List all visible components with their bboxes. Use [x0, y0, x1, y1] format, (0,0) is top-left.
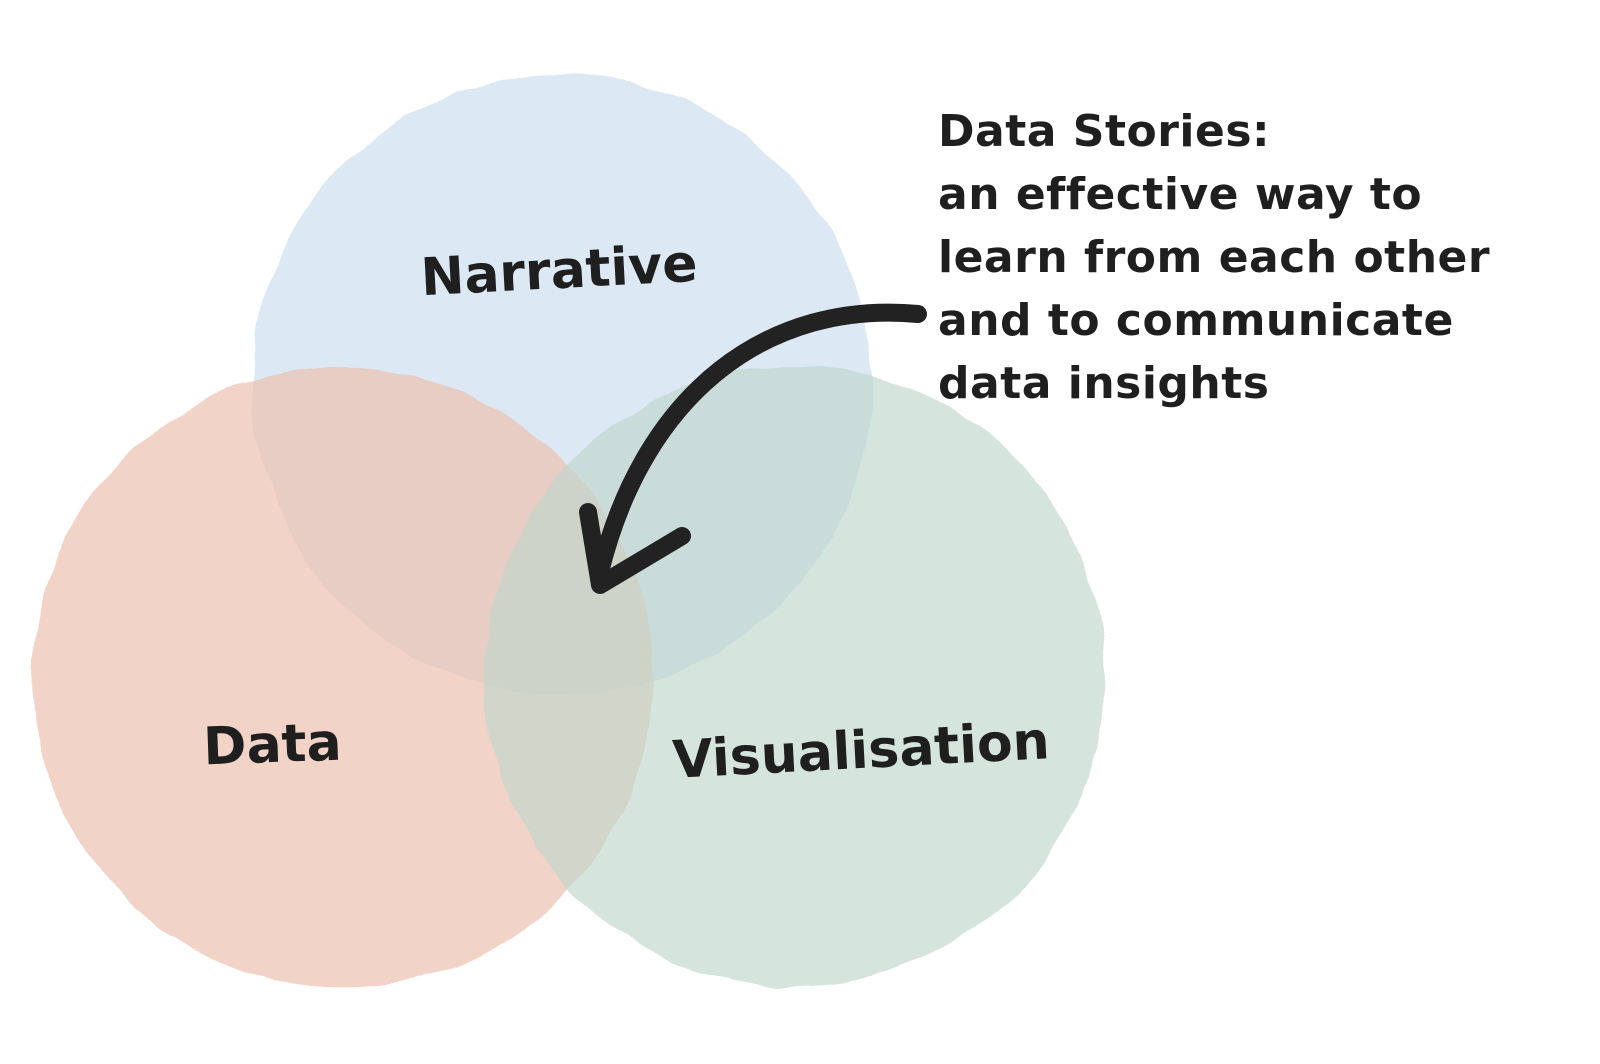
- visualisation-circle: [485, 366, 1105, 986]
- annotation-line-5: data insights: [938, 358, 1270, 409]
- data-circle: [33, 368, 653, 988]
- narrative-label: Narrative: [419, 234, 699, 308]
- annotation-line-2: an effective way to: [938, 169, 1423, 220]
- data-label: Data: [202, 713, 342, 778]
- annotation-line-1: Data Stories:: [938, 106, 1271, 157]
- annotation-line-3: learn from each other: [938, 232, 1491, 283]
- annotation-line-4: and to communicate: [938, 295, 1454, 346]
- data-stories-annotation: Data Stories: an effective way to learn …: [938, 100, 1578, 415]
- curved-arrow-icon: [579, 303, 927, 594]
